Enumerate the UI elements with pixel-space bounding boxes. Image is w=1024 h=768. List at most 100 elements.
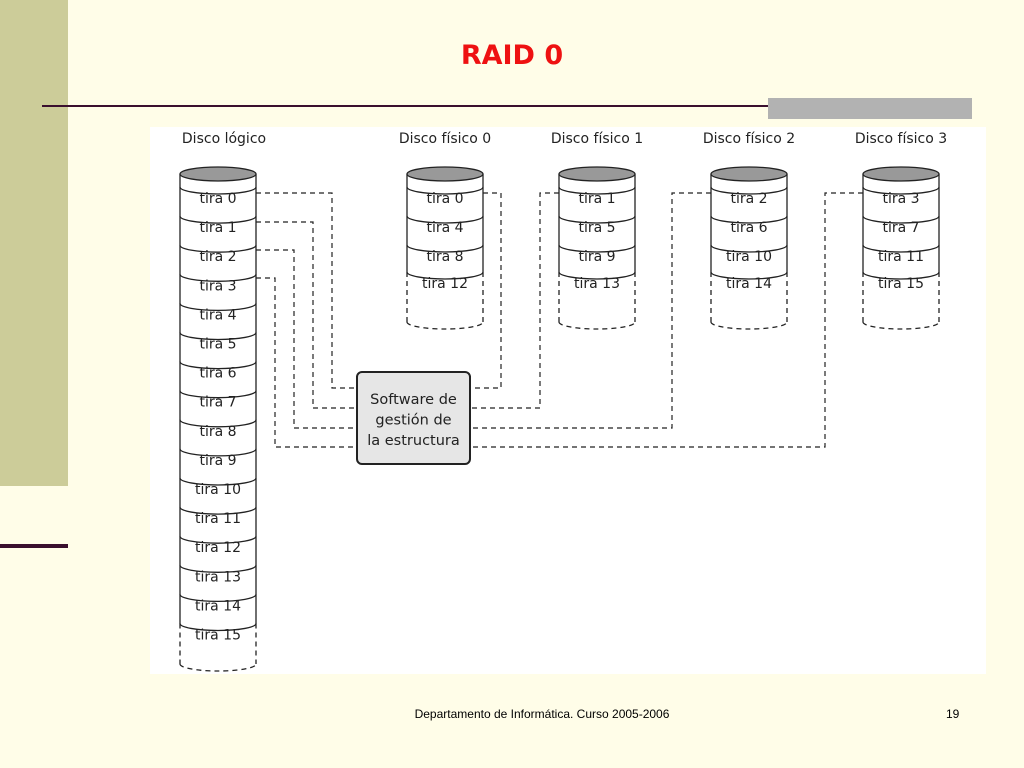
logical-strip-12: tira 12 bbox=[195, 540, 241, 556]
logical-disk-row-sep-10 bbox=[179, 477, 257, 486]
logical-strip-6: tira 6 bbox=[199, 366, 236, 382]
logical-disk-row-sep-0 bbox=[179, 186, 257, 195]
physical-disk-3-strip-2: tira 11 bbox=[878, 249, 924, 265]
physical-disk-0-bottom-dash bbox=[406, 321, 484, 330]
logical-disk-row-sep-5 bbox=[179, 332, 257, 341]
physical-disk-1-row-sep-1 bbox=[558, 215, 636, 224]
software-box bbox=[356, 371, 471, 465]
physical-disk-3-label: Disco físico 3 bbox=[855, 131, 947, 147]
connector-logical-2 bbox=[256, 249, 357, 429]
logical-disk-cylinder bbox=[179, 166, 257, 672]
physical-disk-3-strip-1: tira 7 bbox=[882, 220, 919, 236]
title-rule-block bbox=[768, 98, 972, 119]
slide-footer: Departamento de Informática. Curso 2005-… bbox=[414, 707, 670, 721]
logical-disk-bottom-dash bbox=[179, 663, 257, 672]
logical-strip-5: tira 5 bbox=[199, 337, 236, 353]
logical-disk-row-sep-2 bbox=[179, 244, 257, 253]
connector-logical-0 bbox=[256, 192, 357, 389]
physical-disk-0-top bbox=[406, 166, 484, 182]
physical-disk-2-row-sep-3 bbox=[710, 271, 788, 280]
physical-disk-0-cylinder bbox=[406, 166, 484, 330]
logical-disk-row-sep-7 bbox=[179, 390, 257, 399]
logical-disk-row-sep-4 bbox=[179, 303, 257, 312]
physical-disk-1-strip-0: tira 1 bbox=[578, 191, 615, 207]
physical-disk-3-row-sep-2 bbox=[862, 244, 940, 253]
logical-strip-4: tira 4 bbox=[199, 307, 236, 323]
left-decorative-line bbox=[0, 544, 68, 548]
physical-disk-2-row-sep-2 bbox=[710, 244, 788, 253]
physical-disk-1-top bbox=[558, 166, 636, 182]
raid0-diagram: Disco lógico tira 0 tira 1 tira 2 tira 3 tira… bbox=[150, 127, 986, 674]
physical-disk-2-bottom-dash bbox=[710, 321, 788, 330]
logical-strip-2: tira 2 bbox=[199, 249, 236, 265]
logical-strip-15: tira 15 bbox=[195, 628, 241, 644]
physical-disk-0-strip-3: tira 12 bbox=[422, 276, 468, 292]
physical-disk-3-bottom-dash bbox=[862, 321, 940, 330]
physical-disk-2-top bbox=[710, 166, 788, 182]
logical-strip-14: tira 14 bbox=[195, 598, 241, 614]
physical-disk-1-strip-2: tira 9 bbox=[578, 249, 615, 265]
physical-disk-3-top bbox=[862, 166, 940, 182]
physical-disk-2-cylinder bbox=[710, 166, 788, 330]
title-rule bbox=[42, 105, 972, 107]
logical-disk-row-sep-12 bbox=[179, 535, 257, 544]
logical-disk-row-sep-1 bbox=[179, 215, 257, 224]
physical-disk-0-row-sep-1 bbox=[406, 215, 484, 224]
logical-disk-row-sep-14 bbox=[179, 594, 257, 603]
logical-strip-11: tira 11 bbox=[195, 511, 241, 527]
physical-disk-3-strip-0: tira 3 bbox=[882, 191, 919, 207]
left-decorative-bar bbox=[0, 0, 68, 486]
raid0-diagram-svg: Disco lógico tira 0 tira 1 tira 2 tira 3 tira… bbox=[179, 131, 947, 672]
physical-disk-0-row-sep-3 bbox=[406, 271, 484, 280]
connector-logical-1 bbox=[256, 221, 357, 409]
physical-disk-2-strip-0: tira 2 bbox=[730, 191, 767, 207]
physical-disk-0-label: Disco físico 0 bbox=[399, 131, 491, 147]
logical-strip-13: tira 13 bbox=[195, 569, 241, 585]
physical-disk-2-strip-3: tira 14 bbox=[726, 276, 772, 292]
logical-disk-row-sep-15 bbox=[179, 623, 257, 632]
slide-title: RAID 0 bbox=[460, 40, 564, 71]
logical-strip-0: tira 0 bbox=[199, 191, 236, 207]
logical-disk-row-sep-8 bbox=[179, 419, 257, 428]
connector-physical-3 bbox=[470, 192, 863, 448]
connector-logical-3 bbox=[256, 277, 357, 448]
physical-disk-2-row-sep-0 bbox=[710, 186, 788, 195]
physical-disk-1-row-sep-3 bbox=[558, 271, 636, 280]
physical-disk-0-strip-0: tira 0 bbox=[426, 191, 463, 207]
physical-disk-3-row-sep-1 bbox=[862, 215, 940, 224]
logical-strip-3: tira 3 bbox=[199, 278, 236, 294]
connector-physical-2 bbox=[470, 192, 711, 429]
physical-disk-1-strip-1: tira 5 bbox=[578, 220, 615, 236]
physical-disk-1-strip-3: tira 13 bbox=[574, 276, 620, 292]
logical-disk-top bbox=[179, 166, 257, 182]
physical-disk-2-strip-2: tira 10 bbox=[726, 249, 772, 265]
logical-strip-1: tira 1 bbox=[199, 220, 236, 236]
physical-disk-0-strip-2: tira 8 bbox=[426, 249, 463, 265]
logical-disk-label: Disco lógico bbox=[182, 131, 266, 147]
physical-disk-2-strip-1: tira 6 bbox=[730, 220, 767, 236]
connector-physical-1 bbox=[470, 192, 559, 409]
physical-disk-1-row-sep-0 bbox=[558, 186, 636, 195]
physical-disk-0-strip-1: tira 4 bbox=[426, 220, 463, 236]
software-box-line-2: la estructura bbox=[367, 433, 460, 449]
logical-disk-row-sep-11 bbox=[179, 506, 257, 515]
physical-disk-1-label: Disco físico 1 bbox=[551, 131, 643, 147]
physical-disk-3-strip-3: tira 15 bbox=[878, 276, 924, 292]
logical-disk-row-sep-13 bbox=[179, 565, 257, 573]
physical-disk-1-cylinder bbox=[558, 166, 636, 330]
logical-disk-row-sep-6 bbox=[179, 361, 257, 370]
logical-strip-7: tira 7 bbox=[199, 395, 236, 411]
physical-disk-0-row-sep-2 bbox=[406, 244, 484, 253]
physical-disk-2-label: Disco físico 2 bbox=[703, 131, 795, 147]
logical-strip-10: tira 10 bbox=[195, 482, 241, 498]
software-box-line-0: Software de bbox=[370, 392, 457, 408]
physical-disk-3-cylinder bbox=[862, 166, 940, 330]
logical-disk-row-sep-9 bbox=[179, 448, 257, 457]
physical-disk-0-row-sep-0 bbox=[406, 186, 484, 195]
physical-disk-1-row-sep-2 bbox=[558, 244, 636, 253]
logical-strip-8: tira 8 bbox=[199, 424, 236, 440]
page-number: 19 bbox=[946, 707, 960, 721]
logical-strip-9: tira 9 bbox=[199, 453, 236, 469]
connector-physical-0 bbox=[470, 192, 502, 389]
logical-disk-row-sep-3 bbox=[179, 274, 257, 282]
